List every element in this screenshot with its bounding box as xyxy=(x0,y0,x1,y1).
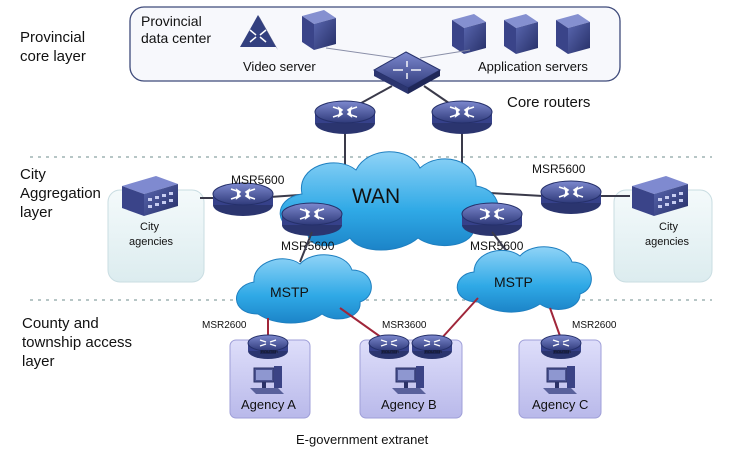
msr3600-agency-b-2 xyxy=(411,334,453,360)
msr5600-right-outer-label: MSR5600 xyxy=(532,162,586,176)
router-badge-b2: ROUTER xyxy=(425,349,442,354)
layer-label-city-line1: City xyxy=(20,166,46,183)
mstp-label-right: MSTP xyxy=(494,274,533,290)
layer-label-county-line3: layer xyxy=(22,353,55,370)
core-routers-label: Core routers xyxy=(507,94,590,111)
city-agencies-left-line1: City xyxy=(140,221,159,233)
msr5600-left-inner-label: MSR5600 xyxy=(281,239,335,253)
mstp-cloud-left xyxy=(236,254,372,324)
mstp-cloud-right xyxy=(456,246,592,313)
msr2600-agency-c xyxy=(540,334,582,360)
data-center-title-line1: Provincial xyxy=(141,13,202,29)
video-server-label: Video server xyxy=(243,59,316,74)
msr5600-left-outer-label: MSR5600 xyxy=(231,173,285,187)
core-switch xyxy=(372,51,442,94)
agency-a-pc xyxy=(249,365,285,395)
msr3600-agency-b-1 xyxy=(368,334,410,360)
layer-label-county-line2: township access xyxy=(22,334,132,351)
router-badge-b1: ROUTER xyxy=(382,349,399,354)
city-agencies-left-line2: agencies xyxy=(129,236,174,248)
agency-c-label: Agency C xyxy=(532,397,588,412)
msr5600-right-inner-label: MSR5600 xyxy=(470,239,524,253)
msr2600-label-a: MSR2600 xyxy=(202,320,247,331)
city-agencies-right-line1: City xyxy=(659,221,678,233)
mstp-label-left: MSTP xyxy=(270,284,309,300)
layer-label-city-line2: Aggregation xyxy=(20,185,101,202)
router-badge-c: ROUTER xyxy=(554,349,571,354)
agency-c-pc xyxy=(542,365,578,395)
agency-b-pc xyxy=(391,365,427,395)
msr5600-left-inner xyxy=(281,202,343,237)
msr3600-label-b: MSR3600 xyxy=(382,320,427,331)
layer-label-provincial-line2: core layer xyxy=(20,48,86,65)
agency-b-label: Agency B xyxy=(381,397,437,412)
video-server xyxy=(240,10,336,50)
msr5600-left-outer xyxy=(212,182,274,217)
layer-label-county-line1: County and xyxy=(22,315,99,332)
agency-a-label: Agency A xyxy=(241,397,296,412)
core-router-right xyxy=(431,100,493,135)
layer-label-provincial-line1: Provincial xyxy=(20,29,85,46)
msr2600-agency-a xyxy=(247,334,289,360)
wan-label: WAN xyxy=(352,185,400,208)
data-center-title-line2: data center xyxy=(141,30,211,46)
router-badge-a: ROUTER xyxy=(261,349,278,354)
diagram-caption: E-government extranet xyxy=(296,432,429,447)
msr2600-label-c: MSR2600 xyxy=(572,320,617,331)
layer-label-city-line3: layer xyxy=(20,204,53,221)
msr5600-right-inner xyxy=(461,202,523,237)
application-servers xyxy=(452,14,590,54)
msr5600-right-outer xyxy=(540,180,602,215)
core-router-left xyxy=(314,100,376,135)
city-agencies-right-line2: agencies xyxy=(645,236,690,248)
application-servers-label: Application servers xyxy=(478,59,588,74)
